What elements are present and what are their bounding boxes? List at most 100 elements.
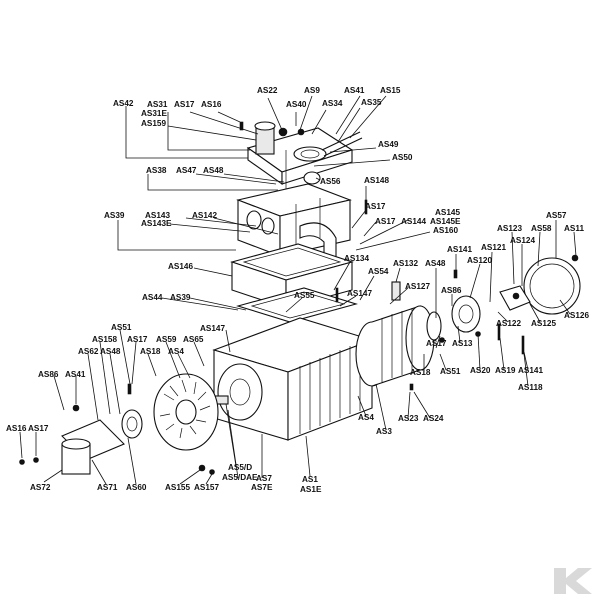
part-label: AS158 — [92, 335, 117, 344]
part-label: AS60 — [126, 483, 147, 492]
manifold-block — [236, 183, 352, 266]
right-flange-ring — [499, 254, 581, 315]
part-label: AS54 — [368, 267, 389, 276]
part-label: AS18 — [410, 368, 431, 377]
part-label: AS143E — [141, 219, 172, 228]
part-label: AS51 — [440, 367, 461, 376]
part-label: AS38 — [146, 166, 167, 175]
part-label: AS17 — [375, 217, 396, 226]
part-label: AS118 — [518, 383, 543, 392]
part-label: AS159 — [141, 119, 166, 128]
brand-logo: K — [554, 568, 592, 594]
part-label: AS145E — [430, 217, 461, 226]
part-label: AS124 — [510, 236, 535, 245]
part-label: AS17 — [28, 424, 49, 433]
part-label: AS134 — [344, 254, 369, 263]
part-label: AS31E — [141, 109, 167, 118]
part-label: AS16 — [6, 424, 27, 433]
part-label: AS17 — [365, 202, 386, 211]
part-label: AS49 — [378, 140, 399, 149]
part-label: AS86 — [441, 286, 462, 295]
part-label: AS126 — [564, 311, 589, 320]
part-label: AS125 — [531, 319, 556, 328]
part-label: AS39 — [104, 211, 125, 220]
part-label: AS5/D — [228, 463, 252, 472]
part-label: AS5/DAE — [222, 473, 258, 482]
part-label: AS18 — [140, 347, 161, 356]
left-end-assembly — [61, 373, 219, 475]
part-label: AS142 — [192, 211, 217, 220]
part-label: AS147 — [347, 289, 372, 298]
part-label: AS39 — [170, 293, 191, 302]
part-label: AS72 — [30, 483, 51, 492]
part-label: AS58 — [531, 224, 552, 233]
part-label: AS71 — [97, 483, 118, 492]
part-label: AS1E — [300, 485, 322, 494]
gasket-plates — [230, 243, 358, 323]
part-label: AS57 — [546, 211, 567, 220]
part-label: AS17 — [174, 100, 195, 109]
part-label: AS59 — [156, 335, 177, 344]
part-label: AS22 — [257, 86, 278, 95]
part-label: AS3 — [376, 427, 392, 436]
part-label: AS55 — [294, 291, 315, 300]
blower-housing — [205, 317, 374, 441]
leader-lines — [19, 95, 577, 485]
part-label: AS143 — [145, 211, 170, 220]
part-label: AS141 — [518, 366, 543, 375]
part-label: AS44 — [142, 293, 163, 302]
part-label: AS145 — [435, 208, 460, 217]
part-label: AS15 — [380, 86, 401, 95]
motor-cylinder — [355, 281, 481, 387]
part-label: AS41 — [65, 370, 86, 379]
part-label: AS48 — [100, 347, 121, 356]
part-label: AS17 — [426, 339, 447, 348]
part-label: AS144 — [401, 217, 426, 226]
part-label: AS123 — [497, 224, 522, 233]
part-label: AS7E — [251, 483, 273, 492]
part-label: AS155 — [165, 483, 190, 492]
top-cover-group — [246, 121, 363, 208]
part-label: AS48 — [203, 166, 224, 175]
part-label: AS31 — [147, 100, 168, 109]
part-label: AS62 — [78, 347, 99, 356]
part-label: AS132 — [393, 259, 418, 268]
part-label: AS20 — [470, 366, 491, 375]
part-label: AS127 — [405, 282, 430, 291]
part-label: AS1 — [302, 475, 318, 484]
part-label: AS148 — [364, 176, 389, 185]
part-label: AS40 — [286, 100, 307, 109]
part-label: AS16 — [201, 100, 222, 109]
part-label: AS35 — [361, 98, 382, 107]
part-label: AS23 — [398, 414, 419, 423]
part-label: AS157 — [194, 483, 219, 492]
part-label: AS24 — [423, 414, 444, 423]
part-label: AS17 — [127, 335, 148, 344]
part-label: AS65 — [183, 335, 204, 344]
part-label: AS147 — [200, 324, 225, 333]
part-label: AS56 — [320, 177, 341, 186]
part-label: AS86 — [38, 370, 59, 379]
part-label: AS47 — [176, 166, 197, 175]
part-label: AS4 — [168, 347, 184, 356]
part-label: AS41 — [344, 86, 365, 95]
part-label: AS50 — [392, 153, 413, 162]
part-label: AS11 — [564, 224, 584, 233]
part-label: AS9 — [304, 86, 320, 95]
part-label: AS146 — [168, 262, 193, 271]
part-label: AS122 — [496, 319, 521, 328]
part-label: AS160 — [433, 226, 458, 235]
part-label: AS4 — [358, 413, 374, 422]
part-labels: AS42 AS31 AS17 AS16 AS22 AS9 AS41 AS15 A… — [6, 86, 589, 494]
part-label: AS34 — [322, 99, 343, 108]
part-label: AS141 — [447, 245, 472, 254]
part-label: AS19 — [495, 366, 516, 375]
part-label: AS121 — [481, 243, 506, 252]
part-label: AS51 — [111, 323, 132, 332]
part-label: AS13 — [452, 339, 473, 348]
part-label: AS42 — [113, 99, 134, 108]
part-label: AS7 — [256, 474, 272, 483]
part-label: AS120 — [467, 256, 492, 265]
part-label: AS48 — [425, 259, 446, 268]
